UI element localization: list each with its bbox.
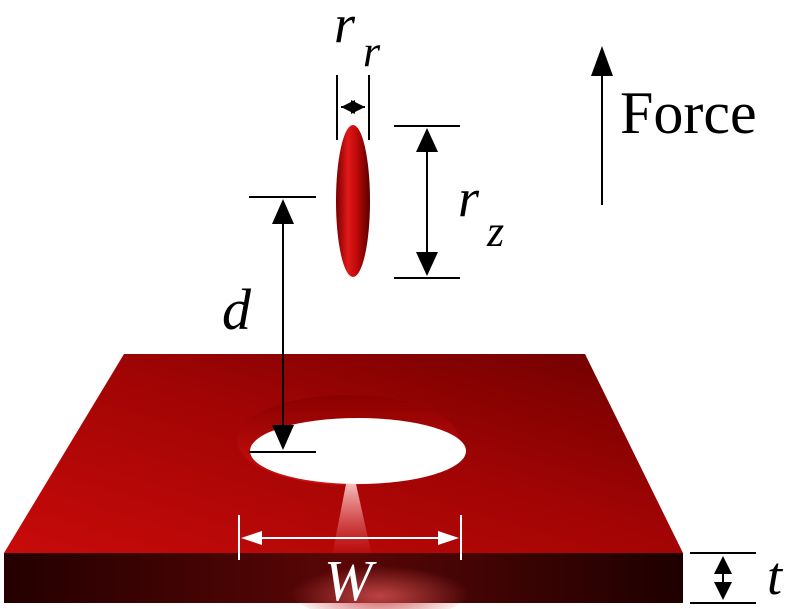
rz-dimension: [394, 125, 460, 279]
ellipsoid-particle: [336, 125, 370, 277]
rz-label-subscript: z: [486, 207, 504, 256]
d-dimension: [249, 196, 316, 453]
rr-dimension: [336, 75, 370, 140]
t-dimension: [690, 552, 756, 604]
plate-front-glow: [290, 560, 470, 609]
force-label: Force: [620, 80, 757, 146]
hole-opening: [250, 418, 466, 484]
rr-label-subscript: r: [363, 27, 381, 76]
rz-label: r: [458, 168, 480, 228]
w-dimension: [238, 515, 462, 560]
force-arrow: [591, 46, 613, 205]
w-label: W: [324, 548, 377, 609]
rr-label: r: [334, 0, 356, 54]
d-label: d: [222, 277, 252, 342]
t-label: t: [767, 546, 784, 606]
